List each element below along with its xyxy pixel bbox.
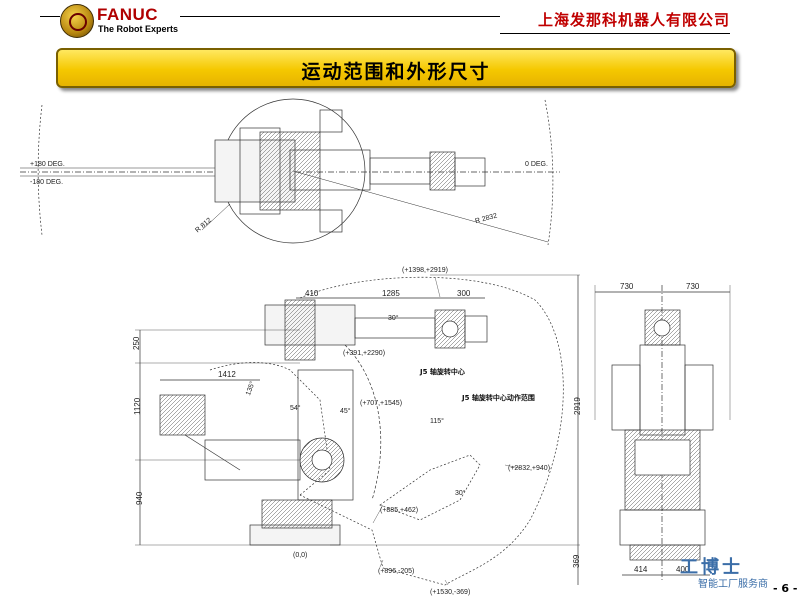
work-envelope-outer [299, 276, 564, 586]
label-dim-1412: 1412 [218, 370, 236, 379]
label-angle-54: 54° [290, 404, 301, 412]
header-rule-left [40, 16, 60, 17]
fanuc-emblem-icon [60, 4, 94, 38]
label-r812: R 812 [194, 217, 213, 234]
label-point-896: (+896,-205) [378, 568, 414, 575]
label-point-2832: (+2832,+940) [508, 465, 550, 472]
label-point-top: (+1398,+2919) [402, 267, 448, 274]
top-wrist [429, 151, 456, 191]
label-point-1530: (+1530,-369) [430, 589, 470, 596]
label-front-730-right: 730 [686, 282, 700, 291]
company-name: 上海发那科机器人有限公司 [537, 11, 730, 29]
leader-885 [372, 504, 384, 524]
brand-name: FANUC [97, 5, 159, 24]
brand-tagline: The Robot Experts [98, 24, 179, 34]
side-view [135, 274, 580, 586]
top-forearm [369, 157, 431, 185]
side-j5-axis [441, 320, 459, 338]
label-point-885: (+885,+462) [380, 507, 418, 514]
label-j5-range: J5 轴旋转中心动作范围 [461, 393, 535, 402]
header: FANUC The Robot Experts 上海发那科机器人有限公司 [0, 0, 800, 40]
j5-center-path [344, 344, 382, 501]
label-point-707: (+707,+1545) [360, 400, 402, 407]
front-flange [653, 319, 671, 337]
side-lower-arm [297, 369, 354, 501]
label-dim-369: 369 [572, 554, 581, 568]
label-plus180: +180 DEG. [30, 161, 65, 168]
watermark-brand: 工博士 [680, 557, 743, 578]
page-title: 运动范围和外形尺寸 [301, 61, 491, 83]
side-link-1 [184, 434, 241, 471]
label-front-414: 414 [634, 565, 648, 574]
label-angle-30b: 30° [455, 489, 466, 497]
front-view [594, 285, 731, 580]
top-motor-2 [319, 209, 343, 233]
label-angle-30: 30° [388, 314, 399, 322]
label-minus180: -180 DEG. [30, 179, 63, 186]
label-dim-1120: 1120 [133, 397, 142, 415]
front-base-plate [629, 544, 701, 561]
label-point-391: (+391,+2290) [343, 350, 385, 357]
side-rear-motor-pack [159, 394, 206, 436]
leader-1530 [444, 579, 449, 586]
label-dim-1285: 1285 [382, 289, 400, 298]
front-base [619, 509, 706, 546]
leader-2832 [504, 464, 521, 469]
side-base-upper [261, 499, 333, 529]
j5-range-region [379, 454, 481, 521]
top-outer-arc-left [37, 104, 43, 236]
top-flange [454, 157, 486, 187]
front-j2-housing [634, 439, 691, 476]
label-dim-940: 940 [135, 491, 144, 505]
label-front-730-left: 730 [620, 282, 634, 291]
header-rule-right [500, 33, 730, 34]
front-motor-right [684, 364, 714, 431]
label-dim-2919: 2919 [573, 397, 582, 415]
side-j2-hub [311, 449, 333, 471]
label-dim-300: 300 [457, 289, 471, 298]
r2832-leader [292, 170, 549, 243]
front-upper-arm [639, 344, 686, 436]
header-rule-mid [180, 16, 500, 17]
label-angle-115: 115° [430, 417, 444, 425]
work-envelope-inner [209, 362, 331, 496]
label-zero-deg: 0 DEG. [525, 161, 548, 168]
label-dim-410: 410 [305, 289, 319, 298]
label-j5-center: J5 轴旋转中心 [419, 367, 465, 376]
top-motor-1 [319, 109, 343, 133]
leader-896 [379, 559, 384, 568]
side-flange [464, 315, 488, 343]
label-origin: (0,0) [293, 552, 307, 559]
title-banner: 运动范围和外形尺寸 [56, 48, 736, 88]
leader-1398 [434, 276, 441, 298]
label-dim-250: 250 [132, 336, 141, 350]
label-angle-45: 45° [340, 407, 351, 415]
label-angle-135: 135° [244, 380, 257, 397]
r812-leader [201, 203, 231, 231]
top-view [20, 98, 560, 246]
label-r2832: R 2832 [474, 213, 498, 226]
label-front-400: 400 [676, 565, 690, 574]
top-outer-arc-right [544, 99, 554, 246]
watermark-slogan: 智能工厂服务商 [698, 579, 768, 590]
front-motor-left [611, 364, 641, 431]
page-number: - 6 - [773, 582, 798, 595]
